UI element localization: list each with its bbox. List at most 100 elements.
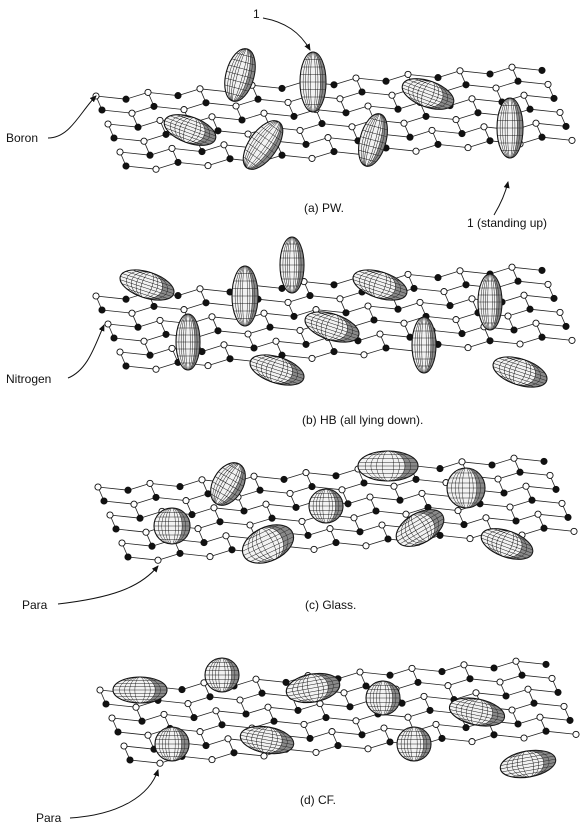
nitrogen-atom — [357, 529, 363, 535]
bond — [442, 738, 472, 741]
bond — [540, 717, 570, 720]
standing-molecule — [478, 274, 502, 330]
bond — [156, 497, 186, 500]
boron-atom — [353, 75, 359, 81]
boron-atom — [351, 515, 357, 521]
nitrogen-atom — [413, 476, 419, 482]
boron-atom — [389, 92, 395, 98]
nitrogen-atom — [111, 335, 117, 341]
standing-molecule — [280, 237, 304, 293]
nitrogen-atom — [467, 676, 473, 682]
bond — [326, 718, 356, 721]
nitrogen-atom — [519, 672, 525, 678]
bond — [234, 753, 264, 756]
boron-atom — [169, 145, 175, 151]
nitrogen-atom — [343, 310, 349, 316]
panel-d: Para (d) CF. — [36, 658, 579, 825]
standing-molecule — [235, 114, 290, 176]
nitrogen-atom — [491, 732, 497, 738]
nitrogen-atom — [219, 722, 225, 728]
boron-atom — [309, 155, 315, 161]
bond — [122, 543, 152, 546]
bond — [316, 110, 346, 113]
boron-atom — [377, 331, 383, 337]
nitrogen-atom — [123, 163, 129, 169]
para-molecule — [397, 727, 431, 761]
boron-atom — [405, 714, 411, 720]
boron-atom — [253, 676, 259, 682]
bond — [268, 707, 298, 710]
nitrogen-atom — [199, 149, 205, 155]
nitrogen-atom — [291, 313, 297, 319]
boron-atom — [209, 114, 215, 120]
nitrogen-atom — [539, 334, 545, 340]
bond — [440, 535, 470, 538]
nitrogen-atom — [487, 338, 493, 344]
boron-atom — [381, 725, 387, 731]
boron-atom — [209, 757, 215, 763]
bond — [532, 500, 562, 503]
bond — [518, 281, 548, 284]
bond — [526, 486, 556, 489]
caption-d: (d) CF. — [300, 793, 336, 807]
nitrogen-atom — [147, 352, 153, 358]
bond — [182, 756, 212, 759]
bond — [464, 665, 494, 668]
nitrogen-atom — [397, 497, 403, 503]
boron-atom — [185, 701, 191, 707]
nitrogen-atom — [373, 508, 379, 514]
boron-atom — [157, 317, 163, 323]
boron-atom — [133, 704, 139, 710]
boron-atom — [183, 498, 189, 504]
boron-atom — [457, 68, 463, 74]
nitrogen-atom — [319, 121, 325, 127]
nitrogen-atom — [151, 303, 157, 309]
nitrogen-atom — [551, 95, 557, 101]
nitrogen-atom — [281, 476, 287, 482]
nitrogen-atom — [123, 296, 129, 302]
nitrogen-atom — [463, 725, 469, 731]
boron-atom — [573, 731, 579, 737]
bond — [420, 302, 450, 305]
bond — [264, 113, 294, 116]
tilted-molecule — [447, 468, 485, 508]
bond — [380, 334, 410, 337]
boron-atom — [521, 292, 527, 298]
bond — [120, 152, 150, 155]
nitrogen-atom — [395, 106, 401, 112]
bond — [102, 110, 132, 113]
bond — [356, 78, 386, 81]
nitrogen-atom — [323, 715, 329, 721]
nitrogen-atom — [359, 89, 365, 95]
nitrogen-atom — [439, 669, 445, 675]
boron-atom — [153, 366, 159, 372]
boron-atom — [197, 286, 203, 292]
standing-molecule — [412, 317, 436, 373]
nitrogen-atom — [215, 328, 221, 334]
boron-atom — [569, 337, 575, 343]
bond — [460, 71, 490, 74]
nitrogen-atom — [203, 100, 209, 106]
nitrogen-atom — [305, 532, 311, 538]
bond — [218, 131, 248, 134]
nitrogen-atom — [293, 504, 299, 510]
bond — [512, 67, 542, 70]
nitrogen-atom — [269, 515, 275, 521]
bond — [266, 504, 296, 507]
bond — [516, 661, 546, 664]
nitrogen-atom — [517, 469, 523, 475]
bond — [116, 529, 146, 532]
nitrogen-atom — [503, 693, 509, 699]
bond — [274, 721, 304, 724]
boron-atom — [245, 331, 251, 337]
para-label-d: Para — [36, 811, 62, 825]
nitrogen-atom — [333, 473, 339, 479]
bond — [102, 310, 132, 313]
bond — [200, 289, 230, 292]
lying-molecule — [398, 73, 458, 116]
boron-atom — [199, 477, 205, 483]
nitrogen-atom — [291, 113, 297, 119]
boron-atom — [223, 533, 229, 539]
boron-atom — [341, 690, 347, 696]
nitrogen-atom — [541, 525, 547, 531]
